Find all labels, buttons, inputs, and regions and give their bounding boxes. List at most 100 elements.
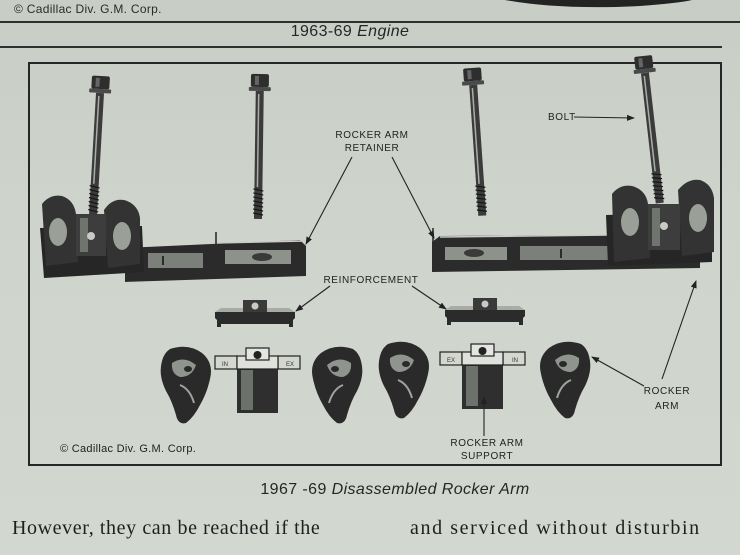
leader-lines xyxy=(295,114,697,436)
rocker-arm-leader-left xyxy=(591,356,645,387)
bolt-thread xyxy=(476,201,487,204)
bolt-shaft xyxy=(88,92,105,216)
previous-figure-fragment xyxy=(505,0,692,8)
bolt-thread xyxy=(253,204,264,208)
bolt-washer xyxy=(248,86,271,92)
right-tower-cavity xyxy=(689,204,707,232)
rocker-arm-body xyxy=(160,346,211,424)
retainer-label-line-2: RETAINER xyxy=(345,143,400,154)
bolt-thread xyxy=(253,196,264,200)
bolt-thread xyxy=(652,181,663,184)
bolt-head xyxy=(91,75,110,90)
engine-caption-years: 1963-69 xyxy=(290,23,353,40)
left-support-mark-1: IN xyxy=(222,362,228,368)
rocker-arm-body xyxy=(312,346,363,424)
left-shaft-slot xyxy=(148,253,203,268)
right-retainer-hole xyxy=(464,249,484,257)
rocker-arm-socket xyxy=(327,359,352,377)
bolt-washer xyxy=(89,88,112,94)
right-retainer-edge xyxy=(439,234,611,238)
retainer-label-line-1: ROCKER ARM xyxy=(335,130,408,141)
rocker-arm-label-line-1: ROCKER xyxy=(644,386,690,397)
rocker-arm-highlight xyxy=(556,379,572,399)
bolt-thread xyxy=(476,205,487,208)
reinforcement-left xyxy=(215,300,295,327)
bolt-4 xyxy=(633,55,665,204)
retainer-leader-right xyxy=(391,156,435,239)
support-block-highlight xyxy=(241,370,253,410)
rocker-arm-highlight xyxy=(397,379,413,399)
engine-figure-caption: 1963-69 Engine xyxy=(0,23,700,41)
diagram-parts xyxy=(40,55,714,424)
bolt-thread xyxy=(653,193,664,196)
bolt-shaft-highlight xyxy=(471,87,480,184)
bolt-thread xyxy=(89,192,100,197)
support-marks: IN EX EX IN xyxy=(222,358,518,368)
bolt-shaft xyxy=(640,72,664,204)
left-tower-cavity xyxy=(113,222,131,250)
reinforcement-tab xyxy=(519,316,523,325)
left-retainer-hole xyxy=(252,253,272,261)
bolt-leader xyxy=(573,114,635,121)
reinforcement-tab xyxy=(217,318,221,327)
bolt-1 xyxy=(88,75,112,216)
bolt-thread xyxy=(88,200,99,205)
rocker-arm-highlight xyxy=(328,384,344,404)
bolt-thread xyxy=(475,189,486,192)
reinforcement-plate xyxy=(445,310,525,322)
bolt-washer xyxy=(462,80,485,86)
right-pedestal-hole xyxy=(660,222,668,230)
engine-caption-label: Engine xyxy=(357,23,410,40)
reinforcement-leader-right xyxy=(411,285,447,310)
support-block-highlight xyxy=(466,366,478,406)
bolt-thread xyxy=(253,188,264,192)
rocker-arm-2 xyxy=(312,346,363,424)
reinforcement-tab xyxy=(447,316,451,325)
rocker-arm-support-left xyxy=(214,347,301,413)
header-rule xyxy=(0,21,740,23)
reinforcement-hole xyxy=(251,302,259,310)
bolt-3 xyxy=(462,67,488,216)
left-shaft-slot-divider xyxy=(162,256,164,265)
bolt-thread xyxy=(654,197,665,200)
right-shaft-slot xyxy=(520,246,610,260)
right-support-mark-2: IN xyxy=(512,358,518,364)
bolt-shaft-highlight xyxy=(93,95,100,184)
bolt-thread xyxy=(88,204,99,209)
rocker-arm-pivot-hole xyxy=(184,366,192,372)
bolt-shaft-highlight xyxy=(643,75,656,172)
reinforcement-tab xyxy=(289,318,293,327)
left-support-mark-2: EX xyxy=(286,362,294,368)
bolt-head-highlight xyxy=(254,75,259,85)
rocker-arm-leader-right xyxy=(661,280,697,380)
rocker-arm-1 xyxy=(160,346,211,424)
left-pedestal-hole xyxy=(87,232,95,240)
left-rocker-shaft-assembly xyxy=(40,195,306,282)
right-tower-cavity xyxy=(621,208,639,236)
bolt-head-highlight xyxy=(467,70,472,80)
support-label-line-2: SUPPORT xyxy=(461,451,513,462)
bolt-shaft-highlight xyxy=(256,93,260,187)
figure-caption-title: Disassembled Rocker Arm xyxy=(331,481,530,498)
left-pedestal-highlight xyxy=(80,218,88,252)
rocker-arm-3 xyxy=(378,341,429,419)
bolt-thread xyxy=(651,173,662,176)
bolt-thread xyxy=(253,200,264,204)
right-shaft-slot-divider xyxy=(560,249,562,258)
bolt-thread xyxy=(652,185,663,188)
figure-caption-years: 1967 -69 xyxy=(260,481,327,498)
rocker-arm-socket xyxy=(171,359,196,377)
bolt-thread xyxy=(653,189,664,192)
support-hole xyxy=(478,347,487,355)
bolt-head xyxy=(634,55,654,70)
reinforcement-hole xyxy=(481,300,489,308)
reinforcement-plate xyxy=(215,312,295,324)
rocker-arm-4 xyxy=(540,341,591,419)
support-label-line-1: ROCKER ARM xyxy=(450,438,523,449)
rocker-arm-pivot-hole xyxy=(559,361,567,367)
rocker-arm-socket xyxy=(555,354,580,372)
right-support-mark-1: EX xyxy=(447,358,455,364)
diagram-frame xyxy=(28,62,722,466)
right-rocker-shaft-assembly xyxy=(432,179,714,272)
bolt-thread xyxy=(476,209,488,212)
